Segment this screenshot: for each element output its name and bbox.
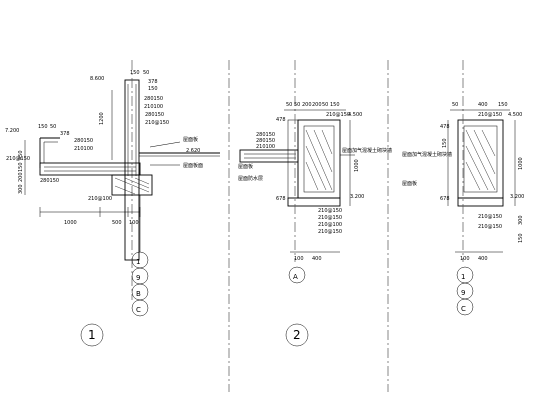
dim-text: 50 <box>294 102 300 108</box>
rebar-label: 280150 <box>144 96 163 102</box>
rebar-label: 210@150 <box>478 214 502 220</box>
dim-text: 378 <box>148 79 158 85</box>
dim-text: 378 <box>60 131 70 137</box>
rebar-label: 210100 <box>74 146 93 152</box>
dim-text: 150 <box>498 102 508 108</box>
dim-text: 150 <box>148 86 158 92</box>
note-label: 屋面加气混凝土砌块墙 <box>402 151 452 158</box>
rebar-label: 210@150 <box>478 224 502 230</box>
dim-text: 50 <box>50 124 56 130</box>
dim-text: 450 <box>18 150 24 160</box>
detail-2 <box>239 60 355 347</box>
dim-text: 1200 <box>99 112 105 125</box>
dim-text: 150 <box>130 70 140 76</box>
axis-bubble <box>456 298 474 316</box>
detail-number: 1 <box>88 328 96 342</box>
axis-bubble <box>288 266 306 284</box>
level-label: 3.200 <box>510 194 524 200</box>
dim-text: 100 <box>129 220 139 226</box>
dim-text: 678 <box>276 196 286 202</box>
axis-label: B <box>136 290 141 298</box>
dim-text: 50 <box>143 70 149 76</box>
dim-text: 100 <box>460 256 470 262</box>
axis-label: 1 <box>461 273 465 281</box>
dim-text: 100 <box>294 256 304 262</box>
note-label: 屋面板 <box>402 180 417 187</box>
rebar-label: 280150 <box>145 112 164 118</box>
note-label: 屋面防水层 <box>238 175 263 182</box>
axis-label: 1 <box>136 258 140 266</box>
rebar-label: 210@150 <box>318 208 342 214</box>
rebar-label: 210@150 <box>326 112 350 118</box>
axis-bubble <box>131 299 149 317</box>
rebar-label: 210@150 <box>478 112 502 118</box>
dim-text: 200 <box>18 172 24 182</box>
dim-text: 400 <box>478 102 488 108</box>
dim-text: 500 <box>112 220 122 226</box>
dim-text: 200 <box>302 102 312 108</box>
rebar-label: 280150 <box>256 138 275 144</box>
note-label: 屋面加气混凝土砌块墙 <box>342 147 392 154</box>
axis-label: 9 <box>136 274 140 282</box>
roof-slab <box>239 149 299 163</box>
note-label: 屋面板 <box>238 163 253 170</box>
dim-text: 200 <box>312 102 322 108</box>
roof-slab <box>39 162 141 176</box>
rebar-label: 210@100 <box>318 222 342 228</box>
rebar-label: 280150 <box>40 178 59 184</box>
wall-block <box>297 119 341 199</box>
wall-block <box>457 119 504 199</box>
level-label: 3.200 <box>350 194 364 200</box>
rebar-label: 210@150 <box>6 156 30 162</box>
dim-text: 1000 <box>518 157 524 170</box>
note-label: 屋面板 <box>183 136 198 143</box>
dim-text: 478 <box>276 117 286 123</box>
axis-label: C <box>136 306 141 314</box>
rebar-label: 280150 <box>74 138 93 144</box>
dim-text: 300 <box>18 184 24 194</box>
dim-text: 478 <box>440 124 450 130</box>
rebar-label: 210@150 <box>318 229 342 235</box>
level-label: 4.500 <box>508 112 522 118</box>
level-label: 8.600 <box>90 76 104 82</box>
level-label: 2.620 <box>186 148 200 154</box>
rebar-label: 210@100 <box>88 196 112 202</box>
axis-label: 9 <box>461 289 465 297</box>
rebar-label: 210@150 <box>145 120 169 126</box>
detail-number-bubble <box>285 323 309 347</box>
rebar-label: 210@150 <box>318 215 342 221</box>
axis-label: C <box>461 305 466 313</box>
dim-text: 400 <box>312 256 322 262</box>
axis-label: A <box>293 273 298 281</box>
rebar-label: 210100 <box>144 104 163 110</box>
detail-number-bubble <box>80 323 104 347</box>
ring-beam <box>457 197 504 207</box>
level-label: 7.200 <box>5 128 19 134</box>
dim-text: 150 <box>518 233 524 243</box>
dim-text: 678 <box>440 196 450 202</box>
rebar-label: 210100 <box>256 144 275 150</box>
dim-text: 150 <box>18 162 24 172</box>
detail-1 <box>24 60 220 347</box>
footing <box>111 174 153 196</box>
dim-text: 50 <box>322 102 328 108</box>
dim-text: 150 <box>330 102 340 108</box>
detail-number: 2 <box>293 328 301 342</box>
dim-text: 400 <box>478 256 488 262</box>
ring-beam <box>287 197 341 207</box>
dim-text: 50 <box>452 102 458 108</box>
dim-text: 1000 <box>64 220 77 226</box>
dim-text: 150 <box>38 124 48 130</box>
dim-text: 300 <box>518 215 524 225</box>
level-label: 4.500 <box>348 112 362 118</box>
dim-text: 1000 <box>354 159 360 172</box>
rebar-label: 280150 <box>256 132 275 138</box>
detail-3 <box>447 60 516 316</box>
dim-text: 50 <box>286 102 292 108</box>
dim-text: 150 <box>442 138 448 148</box>
note-label: 屋面板面 <box>183 162 203 169</box>
